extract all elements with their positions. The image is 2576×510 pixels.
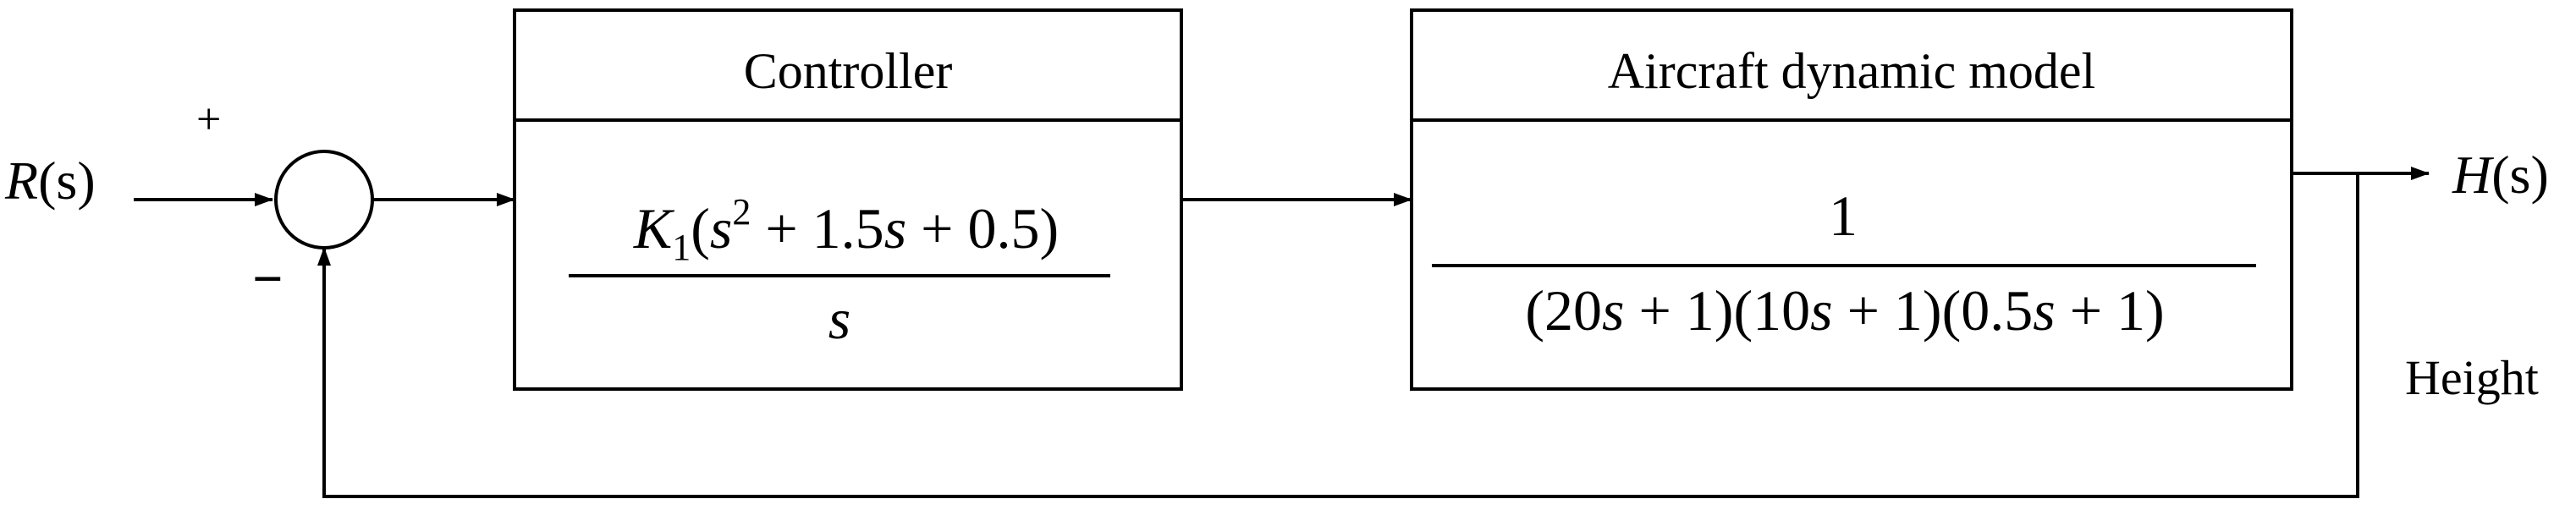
controller-gain-subscript: 1 — [672, 227, 691, 268]
controller-gain-symbol: K — [633, 196, 675, 260]
controller-numerator: K1(s2 + 1.5s + 0.5) — [633, 191, 1059, 268]
controller-block — [513, 8, 1183, 391]
controller-constant-term: + 0.5) — [906, 196, 1059, 260]
controller-linear-term: + 1.5 — [751, 196, 883, 260]
controller-s-variable: s — [710, 196, 732, 260]
feedback-path — [317, 173, 2359, 498]
output-argument: (s) — [2491, 145, 2549, 205]
controller-open-paren: ( — [691, 196, 710, 260]
input-symbol: R — [4, 151, 38, 211]
plant-block — [1410, 8, 2293, 391]
plant-title: Aircraft dynamic model — [1608, 43, 2095, 99]
controller-linear-s: s — [884, 196, 906, 260]
output-symbol: H — [2452, 145, 2495, 205]
plant-factor-2-s: s — [1810, 278, 1832, 343]
plant-factor-2-close: + 1) — [1833, 278, 1942, 343]
input-argument: (s) — [38, 151, 96, 211]
controller-square-exponent: 2 — [732, 191, 751, 233]
plant-factor-3-close: + 1) — [2056, 278, 2165, 343]
plant-factor-1-s: s — [1602, 278, 1624, 343]
minus-sign: − — [252, 249, 283, 309]
plant-factor-1-close: + 1) — [1624, 278, 1733, 343]
output-height-label: Height — [2405, 350, 2539, 405]
plus-sign: + — [196, 96, 221, 144]
output-signal-label: H(s) — [2452, 145, 2549, 205]
plant-denominator: (20s + 1)(10s + 1)(0.5s + 1) — [1525, 278, 2164, 343]
plant-factor-3-open: (0.5 — [1942, 278, 2034, 343]
input-signal-label: R(s) — [4, 151, 96, 211]
plant-factor-1-open: (20 — [1525, 278, 1602, 343]
controller-denominator: s — [828, 287, 850, 351]
controller-title: Controller — [744, 43, 953, 99]
summing-junction — [274, 150, 374, 250]
plant-factor-2-open: (10 — [1733, 278, 1810, 343]
plant-factor-3-s: s — [2033, 278, 2055, 343]
plant-numerator: 1 — [1829, 184, 1858, 248]
